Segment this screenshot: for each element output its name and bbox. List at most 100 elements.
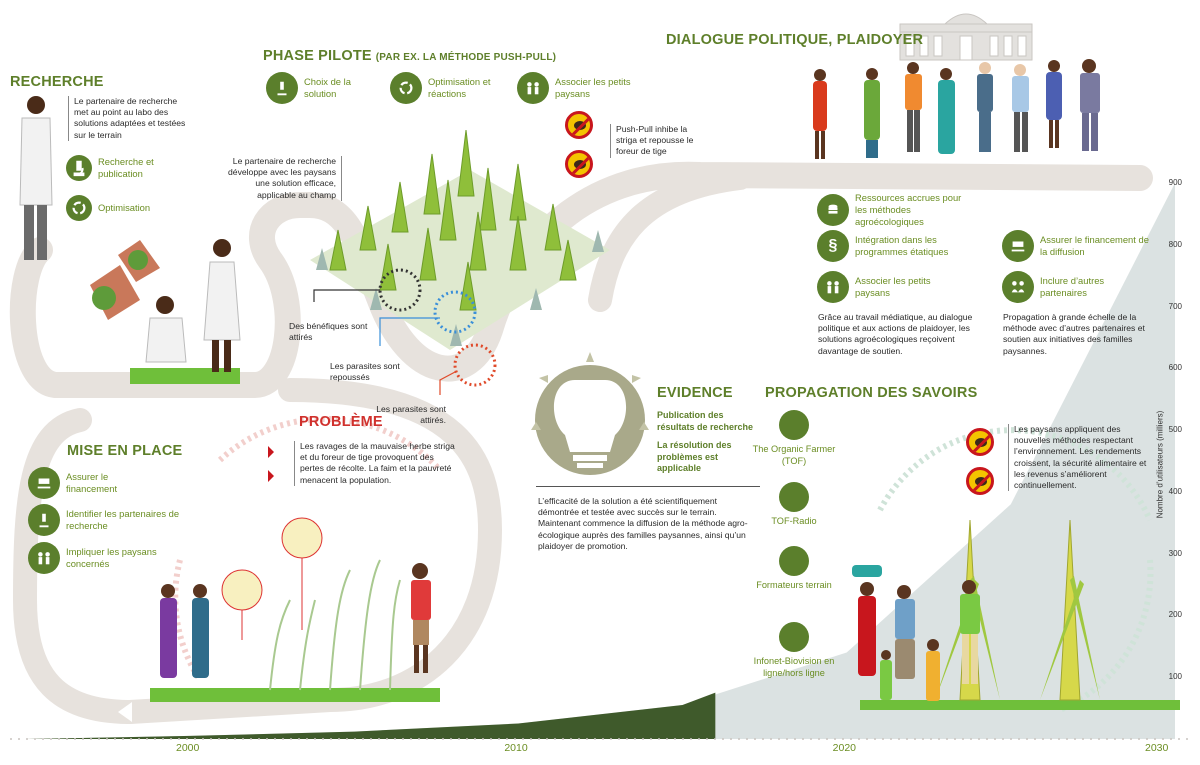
- probleme-title: PROBLÈME: [299, 414, 383, 430]
- dialogue-item-financement: Assurer le financement de la diffusion: [1002, 230, 1158, 262]
- no-stemborer-icon: [565, 111, 593, 139]
- dialogue-item-label: Ressources accrues pour les méthodes agr…: [855, 192, 962, 227]
- pilote-item-label: Choix de la solution: [304, 76, 351, 99]
- dialogue-item-label: Inclure d’autres partenaires: [1040, 275, 1105, 298]
- y-axis: 100 200 300 400 500 600 700 800 900 Nombre d’uti…: [1150, 170, 1200, 750]
- propagation-text: Les paysans appliquent des nouvelles mét…: [1008, 424, 1149, 492]
- y-tick-label: 100: [1168, 672, 1182, 682]
- mise-en-place-title: MISE EN PLACE: [67, 443, 183, 459]
- recherche-item-research: Recherche et publication: [66, 155, 178, 181]
- tof-magazine-label: The Organic Farmer (TOF): [752, 444, 836, 466]
- dialogue-item-partenaires: Inclure d’autres partenaires: [1002, 271, 1130, 303]
- phase-pilote-title: PHASE PILOTE(PAR EX. LA MÉTHODE PUSH-PUL…: [263, 48, 556, 64]
- tof-radio-item: TOF-Radio: [749, 482, 839, 527]
- pilote-partner-text: Le partenaire de recherche développe ave…: [226, 156, 342, 201]
- researcher-illustration: [19, 96, 53, 260]
- evidence-item-publication: Publication des résultats de recherche: [657, 410, 754, 432]
- mise-item-paysans: Impliquer les paysans concernés: [28, 542, 166, 574]
- cycle-icon: [390, 72, 422, 104]
- computer-icon: [779, 622, 809, 652]
- growth-area-light: [25, 183, 1175, 739]
- people-icon: [517, 72, 549, 104]
- parliament-building-illustration: [899, 13, 1033, 61]
- people-icon: [817, 271, 849, 303]
- y-tick-label: 300: [1168, 548, 1182, 558]
- trainers-label: Formateurs terrain: [756, 580, 832, 590]
- delegates-illustration: [813, 59, 1100, 159]
- mise-item-partenaires: Identifier les partenaires de recherche: [28, 504, 186, 536]
- dialogue-item-label: Intégration dans les programmes étatique…: [855, 234, 949, 257]
- mise-item-financement: Assurer le financement: [28, 467, 146, 499]
- repousses-text: Les parasites sont repoussés: [330, 361, 400, 383]
- phase-pilote-title-text: PHASE PILOTE: [263, 48, 372, 64]
- pilote-item-associer: Associer les petits paysans: [517, 72, 635, 104]
- y-tick-label: 400: [1168, 486, 1182, 496]
- evidence-divider: [536, 486, 760, 487]
- lab-scene-illustration: [90, 239, 241, 384]
- cycle-icon: [66, 195, 92, 221]
- recherche-item-label: Recherche et publication: [98, 156, 154, 179]
- evidence-title: EVIDENCE: [657, 385, 733, 401]
- pilote-item-choix: Choix de la solution: [266, 72, 374, 104]
- dialogue-text-right: Propagation à grande échelle de la métho…: [1003, 312, 1145, 356]
- microscope-icon: [28, 504, 60, 536]
- y-axis-label: Nombre d’utilisateurs (milliers): [1155, 410, 1165, 519]
- x-tick-label: 2030: [1145, 742, 1169, 754]
- dialogue-item-integration: § Intégration dans les programmes étatiq…: [817, 230, 965, 262]
- pilote-item-optimisation: Optimisation et réactions: [390, 72, 498, 104]
- dialogue-item-ressources: Ressources accrues pour les méthodes agr…: [817, 192, 975, 228]
- y-tick-label: 500: [1168, 425, 1182, 435]
- phase-pilote-subtitle: (PAR EX. LA MÉTHODE PUSH-PULL): [375, 52, 557, 63]
- mise-item-label: Impliquer les paysans concernés: [66, 546, 157, 569]
- trainers-item: Formateurs terrain: [749, 546, 839, 591]
- y-tick-label: 200: [1168, 610, 1182, 620]
- paragraph-icon: §: [817, 230, 849, 262]
- dialogue-item-associer: Associer les petits paysans: [817, 271, 935, 303]
- x-tick-label: 2010: [504, 742, 528, 754]
- no-stemborer-icon: [966, 428, 994, 456]
- problem-scene-illustration: [150, 416, 443, 702]
- presentation-board-icon: [779, 546, 809, 576]
- money-hand-icon: [28, 467, 60, 499]
- pushpull-field-illustration: [310, 129, 610, 395]
- pilote-item-label: Associer les petits paysans: [555, 76, 631, 99]
- beneficiaires-text: Des bénéfiques sont attirés: [289, 321, 368, 343]
- lightbulb-illustration: [531, 352, 649, 475]
- probleme-text: Les ravages de la mauvaise herbe striga …: [294, 441, 460, 486]
- infonet-label: Infonet-Biovision en ligne/hors ligne: [753, 656, 835, 678]
- recherche-item-label: Optimisation: [98, 202, 151, 213]
- no-striga-icon: [565, 150, 593, 178]
- pilote-item-label: Optimisation et réactions: [428, 76, 491, 99]
- y-tick-label: 900: [1168, 178, 1182, 187]
- y-tick-label: 600: [1168, 363, 1182, 373]
- mise-item-label: Identifier les partenaires de recherche: [66, 508, 180, 531]
- dialogue-item-label: Associer les petits paysans: [855, 275, 931, 298]
- coins-icon: [817, 194, 849, 226]
- pushpull-text: Push-Pull inhibe la striga et repousse l…: [610, 124, 704, 158]
- dialogue-title: DIALOGUE POLITIQUE, PLAIDOYER: [666, 32, 924, 48]
- recherche-text: Le partenaire de recherche met au point …: [68, 96, 192, 141]
- dialogue-text-left: Grâce au travail médiatique, au dialogue…: [818, 312, 973, 356]
- attires-text: Les parasites sont attirés.: [376, 404, 446, 426]
- partners-icon: [1002, 271, 1034, 303]
- farmers-family-illustration: [852, 427, 1180, 713]
- evidence-item-resolution: La résolution des problèmes est applicab…: [657, 440, 732, 473]
- y-tick-label: 700: [1168, 301, 1182, 311]
- tof-magazine-item: The Organic Farmer (TOF): [749, 410, 839, 467]
- propagation-title: PROPAGATION DES SAVOIRS: [765, 385, 978, 401]
- magazine-icon: [779, 410, 809, 440]
- microscope-icon: [266, 72, 298, 104]
- no-striga-icon: [966, 467, 994, 495]
- x-tick-label: 2020: [832, 742, 857, 754]
- dialogue-item-label: Assurer le financement de la diffusion: [1040, 234, 1149, 257]
- recherche-item-optimisation: Optimisation: [66, 195, 150, 221]
- mise-item-label: Assurer le financement: [66, 471, 118, 494]
- y-tick-label: 800: [1168, 239, 1182, 249]
- tof-radio-label: TOF-Radio: [771, 516, 817, 526]
- x-tick-label: 2000: [176, 742, 200, 754]
- recherche-title: RECHERCHE: [10, 74, 104, 90]
- people-icon: [28, 542, 60, 574]
- money-hand-icon: [1002, 230, 1034, 262]
- evidence-text: L’efficacité de la solution a été scient…: [538, 496, 748, 551]
